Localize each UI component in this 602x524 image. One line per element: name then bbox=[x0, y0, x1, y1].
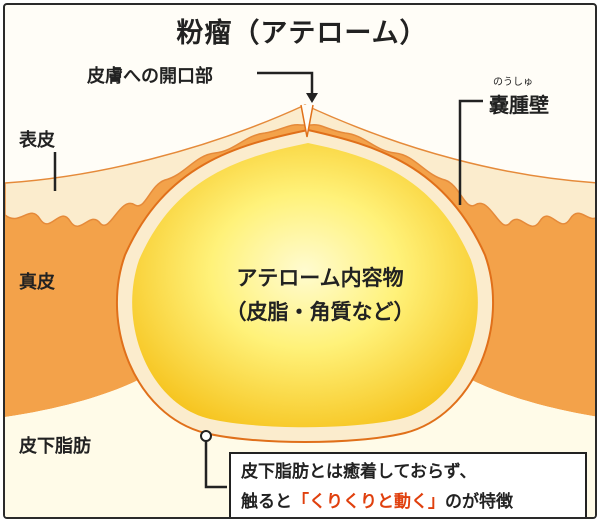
note-line2: 触ると「くりくりと動く」のが特徴 bbox=[241, 487, 575, 517]
note-leader bbox=[204, 441, 227, 489]
diagram-frame: 粉瘤（アテローム） 皮膚への開口部 のうしゅ 嚢腫壁 表皮 真皮 皮下脂肪 アテ… bbox=[3, 3, 597, 519]
label-opening: 皮膚への開口部 bbox=[87, 66, 213, 87]
label-wall-ruby: のうしゅ bbox=[493, 77, 533, 88]
label-subcutaneous-fat: 皮下脂肪 bbox=[19, 436, 91, 457]
label-cyst-wall: 嚢腫壁 bbox=[489, 93, 549, 117]
content-line1: アテローム内容物 bbox=[236, 266, 404, 290]
cyst-content bbox=[132, 143, 478, 428]
note-marker bbox=[200, 430, 212, 442]
opening-leader bbox=[257, 71, 314, 101]
label-epidermis: 表皮 bbox=[19, 130, 55, 151]
note-line1: 皮下脂肪とは癒着しておらず、 bbox=[241, 462, 477, 482]
opening-arrowhead bbox=[306, 93, 318, 103]
content-line2: （皮脂・角質など） bbox=[225, 300, 415, 324]
skin-opening bbox=[300, 104, 314, 138]
epidermis-layer bbox=[5, 104, 595, 227]
wall-leader bbox=[458, 99, 483, 205]
diagram-title: 粉瘤（アテローム） bbox=[176, 18, 428, 49]
label-dermis: 真皮 bbox=[19, 272, 55, 293]
note-line2-prefix: 触ると bbox=[241, 492, 292, 512]
note-line2-suffix: のが特徴 bbox=[445, 492, 513, 512]
note-highlight: 「くりくりと動く」 bbox=[292, 492, 445, 512]
label-cyst-content: アテローム内容物 （皮脂・角質など） bbox=[175, 261, 465, 329]
note-box: 皮下脂肪とは癒着しておらず、 触ると「くりくりと動く」のが特徴 bbox=[229, 452, 587, 517]
